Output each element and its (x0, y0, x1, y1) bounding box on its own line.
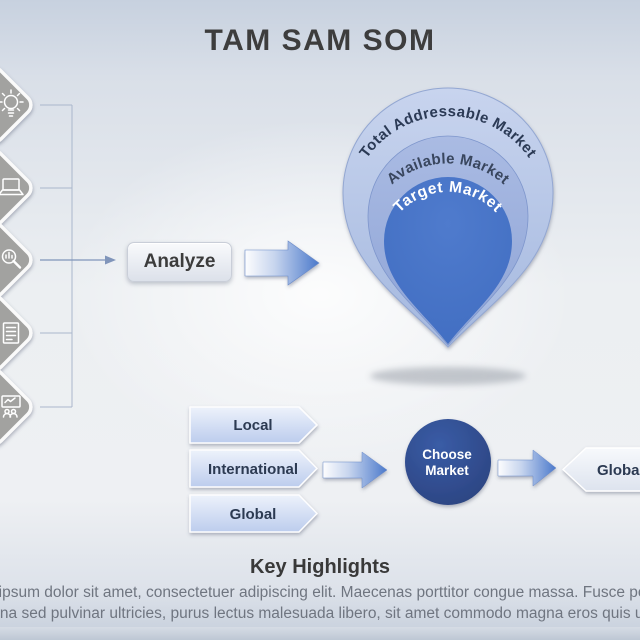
page-title: TAM SAM SOM (204, 24, 436, 57)
market-option-local-label: Local (233, 417, 272, 434)
connector-arrowhead-icon (105, 255, 116, 265)
funnel-layer-som (384, 177, 512, 344)
options-arrow-icon (322, 451, 388, 489)
magnifier-icon (1, 249, 22, 269)
result-arrow-icon (497, 449, 557, 487)
market-options: Local International Global (189, 406, 318, 533)
pin-shadow (370, 367, 526, 385)
analyze-arrow-icon (244, 240, 320, 286)
process-step-diamond-1 (0, 66, 33, 144)
bottom-band (0, 627, 640, 640)
choose-market-group: Choose Market (405, 419, 491, 505)
process-steps (0, 66, 33, 446)
process-step-diamond-2 (0, 149, 33, 227)
market-option-international-label: International (208, 461, 298, 478)
idea-lightbulb-icon (0, 89, 24, 117)
highlights-text-line2: magna sed pulvinar ultricies, purus lect… (0, 605, 640, 622)
choose-market-label-line1: Choose (422, 447, 472, 462)
choose-market-label-line2: Market (425, 463, 469, 478)
document-icon (2, 322, 20, 344)
process-step-diamond-5 (0, 368, 33, 446)
market-funnel-pin: Total Addressable Market Available Marke… (342, 87, 554, 348)
market-option-global[interactable] (189, 494, 318, 533)
team-presentation-icon (1, 395, 21, 418)
connector-lines (40, 104, 116, 408)
process-step-diamond-4 (0, 294, 33, 372)
key-highlights-heading: Key Highlights (249, 556, 390, 578)
laptop-icon (0, 178, 24, 196)
analyze-button-label: Analyze (143, 251, 216, 272)
market-option-global-label: Global (230, 506, 277, 523)
highlights-text-line1: Lorem ipsum dolor sit amet, consectetuer… (0, 584, 640, 601)
analyze-button[interactable]: Analyze (127, 242, 232, 282)
result-banner-group: Global (562, 447, 640, 492)
process-step-diamond-3 (0, 221, 33, 299)
result-banner-label: Global (597, 462, 640, 479)
choose-market-circle[interactable] (405, 419, 491, 505)
market-option-international[interactable] (189, 449, 318, 488)
result-banner[interactable] (562, 447, 640, 492)
market-option-local[interactable] (189, 406, 318, 444)
